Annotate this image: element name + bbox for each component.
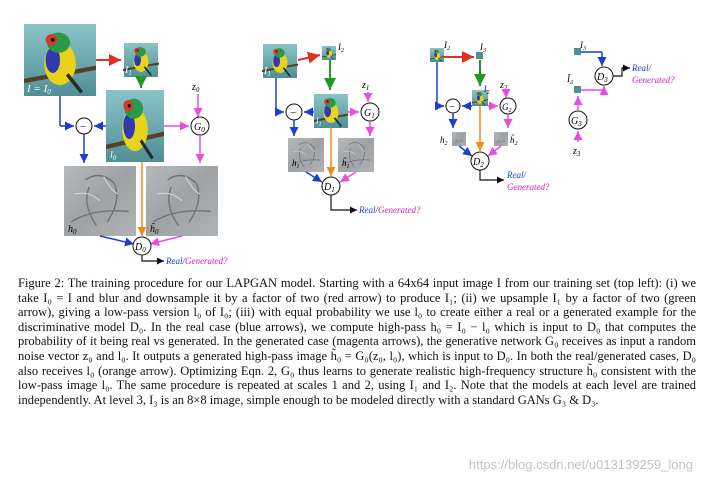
generated-h0 bbox=[146, 166, 218, 236]
caption-text: The training procedure for our LAPGAN mo… bbox=[18, 276, 697, 407]
figure-caption: Figure 2: The training procedure for our… bbox=[18, 276, 696, 407]
l2-label-i2: I2 bbox=[443, 40, 450, 52]
real-generated-0: Real/Generated? bbox=[165, 256, 228, 266]
l2-label-h2-tilde: h̃2 bbox=[510, 135, 518, 147]
level2-h2-tilde bbox=[494, 132, 508, 146]
generated-2: Generated? bbox=[507, 182, 550, 192]
level-1: I1 I2 l1 z1 G1 − h1 h̃1 D1 Real/Generate… bbox=[262, 42, 421, 215]
l1-label-g1: G1 bbox=[364, 108, 375, 120]
label-h0: h0 bbox=[68, 224, 77, 236]
generated-3: Generated? bbox=[632, 75, 675, 85]
level-3: I3 D3 Real/ Generated? Ĩ3 G3 z3 bbox=[566, 40, 675, 158]
l1-label-i1: I1 bbox=[263, 66, 271, 78]
real-3: Real/ bbox=[631, 63, 652, 73]
watermark: https://blog.csdn.net/u013139259_long bbox=[468, 457, 693, 472]
label-h0-tilde: h̃0 bbox=[150, 222, 159, 236]
l2-label-h2: h2 bbox=[440, 135, 448, 147]
l3-label-d3: D3 bbox=[596, 72, 608, 84]
minus-sign-2: − bbox=[449, 102, 455, 113]
l2-label-d2: D2 bbox=[472, 157, 484, 169]
l3-label-z3: z3 bbox=[572, 146, 581, 158]
l3-label-g3: G3 bbox=[571, 116, 582, 128]
real-2: Real/ bbox=[506, 170, 527, 180]
real-generated-1: Real/Generated? bbox=[358, 205, 421, 215]
level1-i2 bbox=[322, 46, 336, 60]
l1-label-d1: D1 bbox=[323, 182, 335, 194]
l3-label-i3: I3 bbox=[579, 40, 586, 52]
level3-i3-tilde bbox=[574, 86, 581, 93]
l1-label-h1: h1 bbox=[292, 158, 300, 170]
label-z0: z0 bbox=[191, 82, 200, 94]
level2-h2 bbox=[452, 132, 466, 146]
l1-label-i2: I2 bbox=[337, 42, 344, 54]
l3-label-i3-tilde: Ĩ3 bbox=[566, 74, 573, 86]
l1-label-l1: l1 bbox=[316, 116, 322, 128]
highpass-h0 bbox=[64, 166, 136, 236]
level-2: I2 I3 l2 z2 G2 − h2 h̃2 D2 Real/ Generat… bbox=[430, 40, 550, 192]
l2-label-z2: z2 bbox=[499, 80, 508, 92]
level-0: I = I0 I1 l0 z0 G0 − h0 h̃0 D0 Real/Gene… bbox=[20, 24, 228, 266]
label-i1: I1 bbox=[124, 65, 132, 77]
l2-label-l2: l2 bbox=[484, 84, 490, 96]
lapgan-figure: I = I0 I1 l0 z0 G0 − h0 h̃0 D0 Real/Gene… bbox=[0, 0, 675, 266]
l1-label-z1: z1 bbox=[361, 80, 369, 92]
minus-sign-1: − bbox=[290, 107, 296, 119]
caption-label: Figure 2: bbox=[18, 276, 65, 290]
l2-label-g2: G2 bbox=[502, 102, 512, 114]
label-i-eq-i0: I = I0 bbox=[26, 83, 51, 96]
l2-label-i3: I3 bbox=[479, 42, 486, 54]
minus-sign-0: − bbox=[80, 121, 86, 133]
level2-i3 bbox=[476, 52, 483, 59]
level2-i2 bbox=[430, 48, 444, 62]
level3-i3 bbox=[574, 48, 581, 55]
l1-label-h1-tilde: h̃1 bbox=[342, 158, 350, 170]
label-g0: G0 bbox=[194, 122, 205, 134]
g3-node bbox=[568, 110, 588, 130]
label-d0: D0 bbox=[134, 242, 146, 254]
label-l0: l0 bbox=[110, 150, 117, 162]
